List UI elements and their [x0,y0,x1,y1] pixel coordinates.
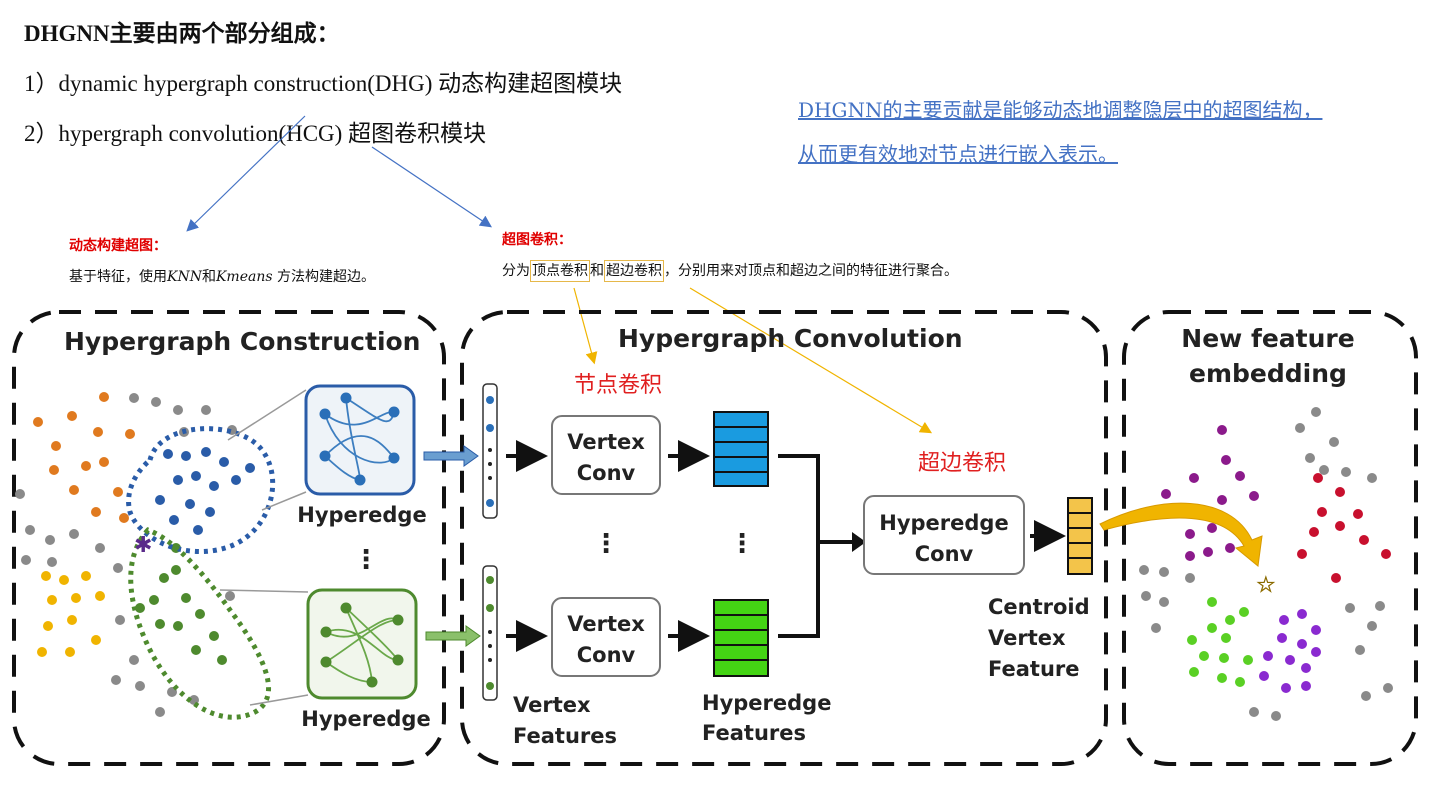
hcg-desc-prefix: 分为 [502,263,530,279]
centroid-line3: Feature [988,657,1080,681]
contribution-note: DHGNN的主要贡献是能够动态地调整隐层中的超图结构， 从而更有效地对节点进行嵌… [798,88,1418,176]
ellipsis-panel1: ⋮ [353,545,379,575]
centroid-star-panel1: ✱ [134,533,152,558]
embedding-curved-arrow [1099,502,1263,567]
hyperedge-features-line1: Hyperedge [702,691,831,715]
scatter-points-panel1 [15,392,255,717]
arrow-to-dhg-note [186,115,306,232]
centroid-line2: Vertex [988,626,1066,650]
hyperedge-outline-green [128,527,272,720]
edge-conv-highlight: 超边卷积 [604,260,664,282]
hcg-annotation-title: 超图卷积： [502,232,572,248]
dhg-annotation-title: 动态构建超图： [69,238,167,254]
hyperedge-feature-bars-green [713,599,769,677]
hcg-desc-and: 和 [590,263,604,279]
dhg-desc-suffix: 方法构建超边。 [272,269,375,285]
module-item-hcg: 2）hypergraph convolution(HCG) 超图卷积模块 [24,121,487,146]
ellipsis-hefeat: ⋮ [729,529,755,559]
dhg-annotation-desc: 基于特征，使用KNN和Kmeans 方法构建超边。 [69,266,375,286]
arrow-edge-conv-cn [689,287,933,434]
vertex-conv-box-top [551,415,661,495]
panel3-title-line2: embedding [1189,359,1347,388]
merge-connector [778,454,852,638]
hcg-annotation-desc: 分为顶点卷积和超边卷积，分别用来对顶点和超边之间的特征进行聚合。 [502,260,958,282]
panel2-title: Hypergraph Convolution [618,324,963,353]
vertex-conv-top-line2: Conv [577,461,636,485]
hyperedge-label-top: Hyperedge [297,503,426,527]
vertex-conv-box-bottom [551,597,661,677]
vertex-conv-bottom-line2: Conv [577,643,636,667]
hcg-desc-suffix: ，分别用来对顶点和超边之间的特征进行聚合。 [664,263,958,279]
vertex-conv-cn-label: 节点卷积 [574,373,662,398]
arrow-vertex-conv-cn [573,287,598,365]
panel3-title-line1: New feature [1181,324,1354,353]
arrow-blue-into-conv [423,445,479,467]
arrow-to-hcg-note [371,146,492,228]
vertex-conv-bottom-line1: Vertex [567,612,645,636]
hyperedge-conv-box [863,495,1025,575]
vertex-conv-top-line1: Vertex [567,430,645,454]
centroid-line1: Centroid [988,595,1090,619]
panel1-title: Hypergraph Construction [64,327,420,356]
hyperedge-conv-line1: Hyperedge [879,511,1008,535]
kmeans-term: Kmeans [215,269,273,285]
page-title: DHGNN主要由两个部分组成： [24,21,340,46]
arrow-green-into-conv [425,625,481,647]
hyperedge-feature-bars-blue [713,411,769,487]
vertex-conv-highlight: 顶点卷积 [530,260,590,282]
knn-term: KNN [167,269,202,285]
hyperedge-conv-line2: Conv [915,542,974,566]
panel-hypergraph-construction [12,310,446,766]
hyperedge-label-bottom: Hyperedge [301,707,430,731]
contribution-line-2: 从而更有效地对节点进行嵌入表示。 [798,142,1118,166]
module-item-dhg: 1）dynamic hypergraph construction(DHG) 动… [24,71,623,96]
ellipsis-vconv: ⋮ [593,529,619,559]
scatter-points-panel3 [1139,407,1393,721]
panel-new-feature-embedding [1122,310,1418,766]
vertex-features-line2: Features [513,724,617,748]
contribution-line-1: DHGNN的主要贡献是能够动态地调整隐层中的超图结构， [798,98,1323,122]
centroid-feature-bar [1067,497,1093,575]
centroid-star-panel3: ☆ [1256,573,1276,598]
vertex-features-line1: Vertex [513,693,591,717]
hyperedge-features-line2: Features [702,721,806,745]
edge-conv-cn-label: 超边卷积 [918,451,1006,476]
dhg-desc-prefix: 基于特征，使用 [69,269,167,285]
dhg-desc-and: 和 [201,269,216,285]
panel-hypergraph-convolution [460,310,1108,766]
